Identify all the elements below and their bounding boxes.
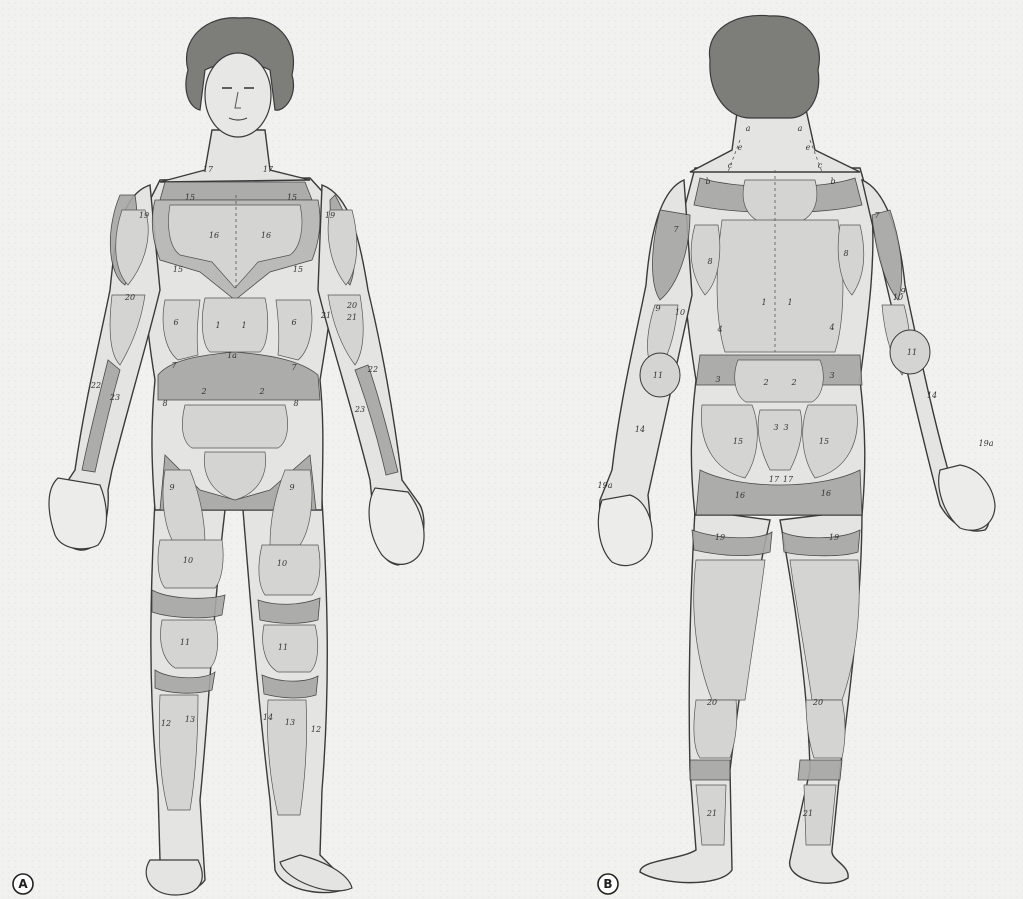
front-zone-label: 6 [291, 318, 296, 327]
back-zone-label: 3 [773, 423, 778, 432]
front-zone-label: 16 [209, 231, 219, 240]
front-zone-label: 16 [261, 231, 271, 240]
front-zone-label: 10 [183, 556, 193, 565]
back-zone-label: a [798, 124, 803, 133]
front-zone-label: 20 [124, 293, 135, 302]
back-zone-label: c [728, 161, 733, 170]
front-zone-label: 21 [320, 311, 331, 320]
back-zone-label: 4 [716, 325, 722, 334]
front-zone-label: 11 [278, 643, 288, 652]
back-zone-label: 16 [821, 489, 831, 498]
front-zone-label: 20 [346, 301, 357, 310]
front-zone-label: 23 [109, 393, 120, 402]
front-zone-label: 2 [200, 387, 206, 396]
front-zone-label: 8 [162, 399, 167, 408]
back-zone-label: 21 [706, 809, 717, 818]
back-zone-label: 9 [655, 304, 660, 313]
front-zone-label: 21 [346, 313, 357, 322]
back-zone-label: 20 [706, 698, 717, 707]
front-zone-label: 9 [169, 483, 174, 492]
front-zone-label: 19 [325, 211, 335, 220]
back-zone-label: 1 [787, 298, 792, 307]
panel-badge-b-text: B [603, 877, 612, 891]
front-zone-label: 13 [185, 715, 195, 724]
back-zone-label: 14 [927, 391, 937, 400]
back-zone-label: 14 [635, 425, 645, 434]
front-zone-label: 17 [203, 165, 214, 174]
back-zone-label: 19 [829, 533, 839, 542]
front-zone-label: 15 [287, 193, 297, 202]
panel-badge-b: B [598, 874, 618, 894]
front-zone-label: 22 [367, 365, 378, 374]
back-zone-label: a [746, 124, 751, 133]
back-zone-label: 19a [979, 439, 994, 448]
back-zone-label: 1 [761, 298, 766, 307]
front-zone-label: 1a [227, 351, 237, 360]
back-zone-label: 17 [783, 475, 794, 484]
front-zone-label: 1 [241, 321, 246, 330]
back-zone-label: 11 [907, 348, 917, 357]
back-zone-label: 21 [802, 809, 813, 818]
front-zone-label: 17 [263, 165, 274, 174]
front-zone-label: 10 [277, 559, 287, 568]
back-zone-label: 15 [819, 437, 829, 446]
front-zone-label: 12 [311, 725, 321, 734]
back-zone-label: 3 [715, 375, 720, 384]
front-zone-label: 13 [285, 718, 295, 727]
back-zone-label: c [818, 161, 823, 170]
back-zone-label: 8 [707, 257, 712, 266]
front-zone-label: 15 [293, 265, 303, 274]
back-zone-label: 20 [812, 698, 823, 707]
front-zone-label: 11 [180, 638, 190, 647]
panel-badge-a-text: A [18, 877, 28, 891]
back-zone-label: 2 [762, 378, 768, 387]
front-zone-label: 15 [185, 193, 195, 202]
front-zone-label: 6 [173, 318, 178, 327]
back-zone-label: 19a [598, 481, 613, 490]
panel-badge-a: A [13, 874, 33, 894]
front-zone-label: 12 [161, 719, 171, 728]
front-zone-label: 19 [139, 211, 149, 220]
back-zone-label: 4 [828, 323, 834, 332]
back-hair [709, 15, 819, 118]
front-zone-label: 9 [289, 483, 294, 492]
back-zone-label: b [830, 177, 835, 186]
back-zone-label: 8 [843, 249, 848, 258]
back-zone-label: 3 [829, 371, 834, 380]
back-zone-label: 9 [900, 287, 905, 296]
back-zone-label: 16 [735, 491, 745, 500]
back-zone-label: 19 [715, 533, 725, 542]
back-zone-label: 3 [783, 423, 788, 432]
back-zone-label: 10 [675, 308, 685, 317]
back-zone-label: e [738, 143, 743, 152]
front-zone-label: 23 [354, 405, 365, 414]
back-zone-label: b [705, 177, 710, 186]
back-head [709, 15, 819, 118]
back-zone-label: 15 [733, 437, 743, 446]
front-zone-label: 14 [263, 713, 273, 722]
front-zone-label: 15 [173, 265, 183, 274]
back-zone-label: e [806, 143, 811, 152]
front-zone-label: 2 [258, 387, 264, 396]
back-zone-label: 17 [769, 475, 780, 484]
back-zone-label: 11 [653, 371, 663, 380]
back-zone-label: 2 [790, 378, 796, 387]
front-zone-label: 22 [90, 381, 101, 390]
front-zone-label: 8 [293, 399, 298, 408]
front-zone-label: 1 [215, 321, 220, 330]
front-face [205, 53, 271, 137]
